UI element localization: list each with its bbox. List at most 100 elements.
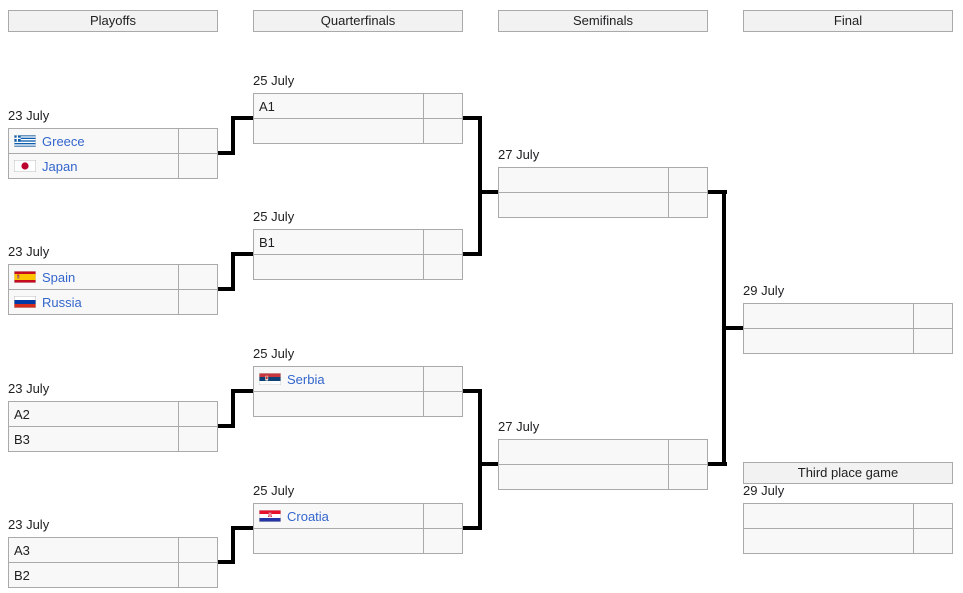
team-cell bbox=[744, 329, 914, 353]
score-cell bbox=[179, 129, 217, 153]
team-row: Serbia bbox=[254, 367, 462, 391]
score-cell bbox=[179, 402, 217, 426]
score-cell bbox=[424, 529, 462, 553]
team-cell bbox=[499, 440, 669, 464]
score-cell bbox=[179, 154, 217, 178]
match-table: A3 B2 bbox=[8, 537, 218, 588]
team-cell: A2 bbox=[9, 402, 179, 426]
score-cell bbox=[179, 290, 217, 314]
connector-line bbox=[478, 190, 498, 194]
score-cell bbox=[179, 538, 217, 562]
connector-line bbox=[478, 389, 482, 530]
spain-flag-icon bbox=[14, 271, 36, 283]
match-date: 29 July bbox=[743, 483, 785, 498]
match-quarterfinal-4: 25 July Cro bbox=[253, 483, 463, 554]
connector-line bbox=[463, 116, 482, 120]
score-cell bbox=[424, 255, 462, 279]
team-row: A2 bbox=[9, 402, 217, 426]
team-cell bbox=[254, 392, 424, 416]
match-playoff-4: 23 July A3 B2 bbox=[8, 517, 218, 588]
connector-line bbox=[218, 151, 235, 155]
team-cell bbox=[744, 304, 914, 328]
match-table: Serbia bbox=[253, 366, 463, 417]
team-cell bbox=[254, 255, 424, 279]
team-cell: Serbia bbox=[254, 367, 424, 391]
round-header-final: Final bbox=[743, 10, 953, 32]
match-quarterfinal-2: 25 July B1 bbox=[253, 209, 463, 280]
japan-flag-icon bbox=[14, 160, 36, 172]
match-table bbox=[743, 303, 953, 354]
match-table bbox=[498, 167, 708, 218]
score-cell bbox=[424, 504, 462, 528]
team-row: B1 bbox=[254, 230, 462, 254]
team-link-croatia[interactable]: Croatia bbox=[287, 508, 329, 524]
score-cell bbox=[669, 193, 707, 217]
score-cell bbox=[179, 427, 217, 451]
connector-line bbox=[708, 190, 727, 194]
team-row bbox=[744, 304, 952, 328]
team-row bbox=[254, 118, 462, 143]
team-cell bbox=[254, 529, 424, 553]
match-final: 29 July bbox=[743, 283, 953, 354]
team-link-serbia[interactable]: Serbia bbox=[287, 371, 325, 387]
score-cell bbox=[424, 230, 462, 254]
connector-line bbox=[231, 252, 235, 291]
connector-line bbox=[231, 389, 253, 393]
connector-line bbox=[231, 526, 235, 564]
team-cell bbox=[499, 465, 669, 489]
greece-flag-icon bbox=[14, 135, 36, 147]
score-cell bbox=[669, 465, 707, 489]
team-cell bbox=[499, 193, 669, 217]
score-cell bbox=[179, 563, 217, 587]
match-table: Croatia bbox=[253, 503, 463, 554]
match-playoff-1: 23 July Greece bbox=[8, 108, 218, 179]
connector-line bbox=[708, 462, 727, 466]
team-link-spain[interactable]: Spain bbox=[42, 269, 76, 285]
round-header-quarterfinals: Quarterfinals bbox=[253, 10, 463, 32]
match-semifinal-2: 27 July bbox=[498, 419, 708, 490]
team-link-japan[interactable]: Japan bbox=[42, 158, 78, 174]
match-table: A2 B3 bbox=[8, 401, 218, 452]
connector-line bbox=[231, 389, 235, 428]
match-date: 23 July bbox=[8, 381, 50, 396]
team-row: Japan bbox=[9, 153, 217, 178]
team-cell: B1 bbox=[254, 230, 424, 254]
round-header-playoffs: Playoffs bbox=[8, 10, 218, 32]
round-header-semifinals: Semifinals bbox=[498, 10, 708, 32]
team-cell: Spain bbox=[9, 265, 179, 289]
round-header-third-place: Third place game bbox=[743, 462, 953, 484]
match-date: 25 July bbox=[253, 209, 295, 224]
score-cell bbox=[669, 168, 707, 192]
match-table: A1 bbox=[253, 93, 463, 144]
serbia-flag-icon bbox=[259, 373, 281, 385]
team-cell bbox=[744, 529, 914, 553]
croatia-flag-icon bbox=[259, 510, 281, 522]
connector-line bbox=[218, 424, 235, 428]
match-date: 25 July bbox=[253, 346, 295, 361]
match-table bbox=[743, 503, 953, 554]
team-link-greece[interactable]: Greece bbox=[42, 133, 85, 149]
team-link-russia[interactable]: Russia bbox=[42, 294, 82, 310]
match-date: 23 July bbox=[8, 517, 50, 532]
team-placeholder-a3: A3 bbox=[14, 542, 30, 558]
team-row: A3 bbox=[9, 538, 217, 562]
team-row bbox=[744, 328, 952, 353]
team-placeholder-b3: B3 bbox=[14, 431, 30, 447]
score-cell bbox=[179, 265, 217, 289]
team-placeholder-b1: B1 bbox=[259, 234, 275, 250]
team-row: Russia bbox=[9, 289, 217, 314]
match-date: 23 July bbox=[8, 244, 50, 259]
team-row bbox=[254, 391, 462, 416]
score-cell bbox=[914, 329, 952, 353]
match-table: B1 bbox=[253, 229, 463, 280]
team-row bbox=[254, 528, 462, 553]
match-table: Greece Japan bbox=[8, 128, 218, 179]
connector-line bbox=[218, 560, 235, 564]
team-cell bbox=[744, 504, 914, 528]
score-cell bbox=[669, 440, 707, 464]
russia-flag-icon bbox=[14, 296, 36, 308]
connector-line bbox=[463, 252, 482, 256]
team-row: B2 bbox=[9, 562, 217, 587]
score-cell bbox=[424, 392, 462, 416]
connector-line bbox=[218, 287, 235, 291]
